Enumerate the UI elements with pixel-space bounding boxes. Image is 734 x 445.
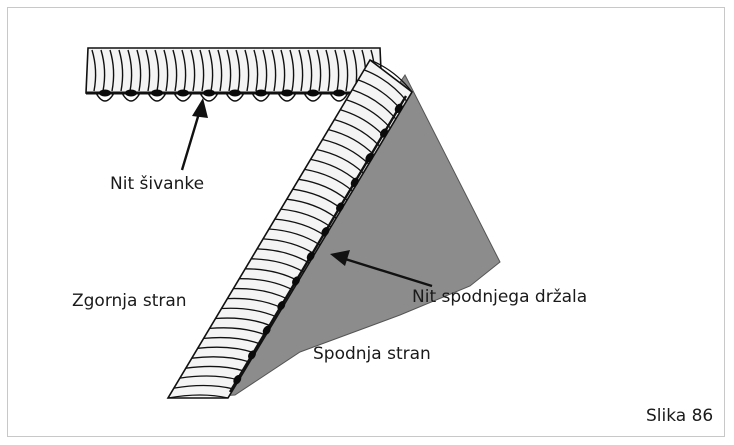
diagonal-wrap bbox=[185, 365, 245, 372]
bobbin-knot bbox=[365, 153, 374, 163]
label-top-thread: Nit šivanke bbox=[110, 174, 205, 194]
diagonal-wrap bbox=[203, 336, 261, 345]
thread-wrap bbox=[199, 49, 205, 92]
thread-wrap bbox=[91, 49, 97, 92]
thread-wrap bbox=[253, 49, 259, 92]
diagonal-wrap bbox=[221, 307, 277, 318]
bobbin-knot bbox=[380, 128, 388, 138]
bobbin-knot bbox=[203, 89, 215, 97]
diagonal-wrap bbox=[251, 258, 305, 273]
bobbin-knot bbox=[262, 325, 271, 335]
bobbin-knot bbox=[277, 301, 286, 311]
diagonal-wrap bbox=[369, 59, 413, 93]
thread-wrap bbox=[145, 49, 151, 92]
bobbin-knot bbox=[350, 177, 359, 187]
thread-wrap bbox=[154, 49, 160, 92]
diagonal-wrap bbox=[280, 208, 332, 228]
diagonal-wrap bbox=[209, 327, 267, 336]
diagonal-wrap bbox=[351, 89, 397, 120]
diagonal-wrap bbox=[346, 99, 391, 129]
diagonal-seam bbox=[166, 58, 414, 399]
bobbin-knot bbox=[333, 89, 345, 97]
thread-loop bbox=[251, 92, 271, 102]
diagonal-wrap bbox=[233, 287, 288, 300]
bobbin-knot bbox=[394, 103, 403, 113]
horizontal-seam bbox=[85, 47, 383, 102]
arrow-bobbin-thread bbox=[330, 250, 433, 288]
label-under-side: Spodnja stran bbox=[313, 344, 431, 364]
diagonal-wrap bbox=[191, 356, 250, 363]
thread-wrap bbox=[226, 49, 232, 92]
thread-wrap bbox=[343, 49, 349, 92]
bobbin-knot bbox=[255, 89, 267, 97]
thread-loop bbox=[303, 92, 323, 102]
thread-loop bbox=[225, 92, 245, 102]
figure-caption: Slika 86 bbox=[646, 406, 714, 426]
thread-wrap bbox=[316, 49, 322, 92]
diagonal-wrap bbox=[298, 178, 348, 201]
diagonal-wrap bbox=[304, 168, 353, 192]
thread-loop bbox=[95, 92, 115, 102]
thread-wrap bbox=[271, 49, 277, 92]
thread-loop bbox=[173, 92, 193, 102]
thread-wrap bbox=[118, 49, 124, 92]
thread-wrap bbox=[181, 49, 187, 92]
diagonal-wrap bbox=[316, 148, 364, 174]
thread-wrap bbox=[136, 49, 142, 92]
diagonal-wrap bbox=[268, 228, 321, 246]
diagonal-wrap bbox=[328, 128, 375, 156]
thread-loop bbox=[147, 92, 167, 102]
bobbin-knot bbox=[248, 350, 256, 360]
label-upper-side: Zgornja stran bbox=[72, 291, 187, 311]
thread-wrap bbox=[127, 49, 133, 92]
thread-wrap bbox=[334, 49, 340, 92]
bobbin-knot bbox=[151, 89, 163, 97]
bobbin-knot bbox=[177, 89, 189, 97]
thread-wrap bbox=[163, 49, 169, 92]
diagonal-wrap bbox=[215, 317, 272, 327]
thread-wrap bbox=[190, 49, 196, 92]
bobbin-knot bbox=[336, 202, 344, 212]
thread-wrap bbox=[217, 49, 223, 92]
bobbin-knot bbox=[125, 89, 137, 97]
diagonal-wrap bbox=[286, 198, 337, 219]
thread-loop bbox=[329, 92, 349, 102]
thread-wrap bbox=[244, 49, 250, 92]
diagonal-wrap bbox=[322, 138, 370, 165]
thread-wrap bbox=[325, 49, 331, 92]
diagonal-wrap bbox=[173, 384, 234, 390]
diagonal-wrap bbox=[167, 394, 229, 399]
bobbin-knot bbox=[292, 276, 300, 286]
thread-wrap bbox=[307, 49, 313, 92]
bobbin-knot bbox=[306, 251, 315, 261]
thread-loop bbox=[121, 92, 141, 102]
thread-wrap bbox=[172, 49, 178, 92]
diagonal-wrap bbox=[363, 69, 408, 102]
thread-loop bbox=[277, 92, 297, 102]
bobbin-knot bbox=[99, 89, 111, 97]
diagonal-wrap bbox=[334, 118, 380, 147]
thread-wrap bbox=[289, 49, 295, 92]
thread-wrap bbox=[235, 49, 241, 92]
diagonal-wrap bbox=[257, 248, 310, 264]
bobbin-knot bbox=[229, 89, 241, 97]
diagonal-wrap bbox=[239, 278, 294, 291]
thread-wrap bbox=[100, 49, 106, 92]
thread-wrap bbox=[280, 49, 286, 92]
thread-wrap bbox=[298, 49, 304, 92]
thread-wrap bbox=[208, 49, 214, 92]
bobbin-knot bbox=[307, 89, 319, 97]
thread-loop bbox=[199, 92, 219, 102]
thread-wrap bbox=[262, 49, 268, 92]
thread-wrap bbox=[109, 49, 115, 92]
arrow-top-thread bbox=[180, 98, 208, 171]
bobbin-knot bbox=[233, 375, 242, 385]
bobbin-knot bbox=[321, 227, 330, 237]
label-bobbin-thread: Nit spodnjega držala bbox=[412, 287, 588, 307]
bobbin-knot bbox=[281, 89, 293, 97]
